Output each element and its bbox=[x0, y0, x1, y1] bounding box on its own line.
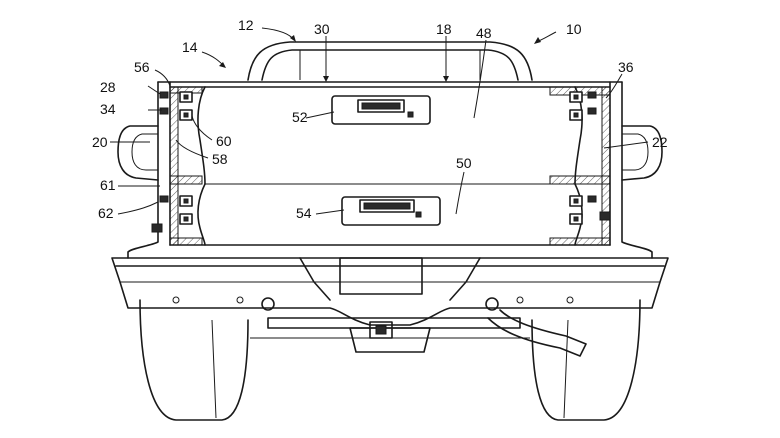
lower-gate-panel bbox=[197, 183, 583, 246]
ref-30: 30 bbox=[314, 21, 330, 37]
ref-36: 36 bbox=[618, 59, 634, 75]
ref-12: 12 bbox=[238, 17, 254, 33]
left-tire bbox=[139, 299, 249, 421]
right-hinge-brackets bbox=[569, 91, 611, 225]
ref-60: 60 bbox=[216, 133, 232, 149]
upper-gate-panel bbox=[197, 86, 583, 185]
reference-numerals: 12 30 18 48 10 14 56 36 28 34 52 20 60 2… bbox=[92, 17, 668, 221]
left-tail-light bbox=[117, 125, 159, 181]
left-hinge-brackets bbox=[151, 91, 193, 233]
ref-18: 18 bbox=[436, 21, 452, 37]
ref-50: 50 bbox=[456, 155, 472, 171]
rear-bumper bbox=[111, 257, 669, 326]
ref-10: 10 bbox=[566, 21, 582, 37]
ref-52: 52 bbox=[292, 109, 308, 125]
exhaust-pipe bbox=[487, 309, 587, 357]
left-hatched-frame bbox=[169, 86, 203, 246]
right-tire bbox=[531, 299, 641, 421]
ref-22: 22 bbox=[652, 134, 668, 150]
lower-handle bbox=[341, 196, 441, 226]
ref-62: 62 bbox=[98, 205, 114, 221]
ref-20: 20 bbox=[92, 134, 108, 150]
ref-28: 28 bbox=[100, 79, 116, 95]
ref-48: 48 bbox=[476, 25, 492, 41]
tailgate-outline bbox=[157, 81, 623, 246]
ref-56: 56 bbox=[134, 59, 150, 75]
upper-handle bbox=[331, 95, 431, 125]
hitch-receiver bbox=[250, 317, 530, 353]
ref-61: 61 bbox=[100, 177, 116, 193]
ref-54: 54 bbox=[296, 205, 312, 221]
ref-34: 34 bbox=[100, 101, 116, 117]
ref-58: 58 bbox=[212, 151, 228, 167]
cab-roof bbox=[247, 41, 533, 81]
ref-14: 14 bbox=[182, 39, 198, 55]
right-tail-light bbox=[621, 125, 663, 181]
leader-lines bbox=[110, 27, 649, 215]
